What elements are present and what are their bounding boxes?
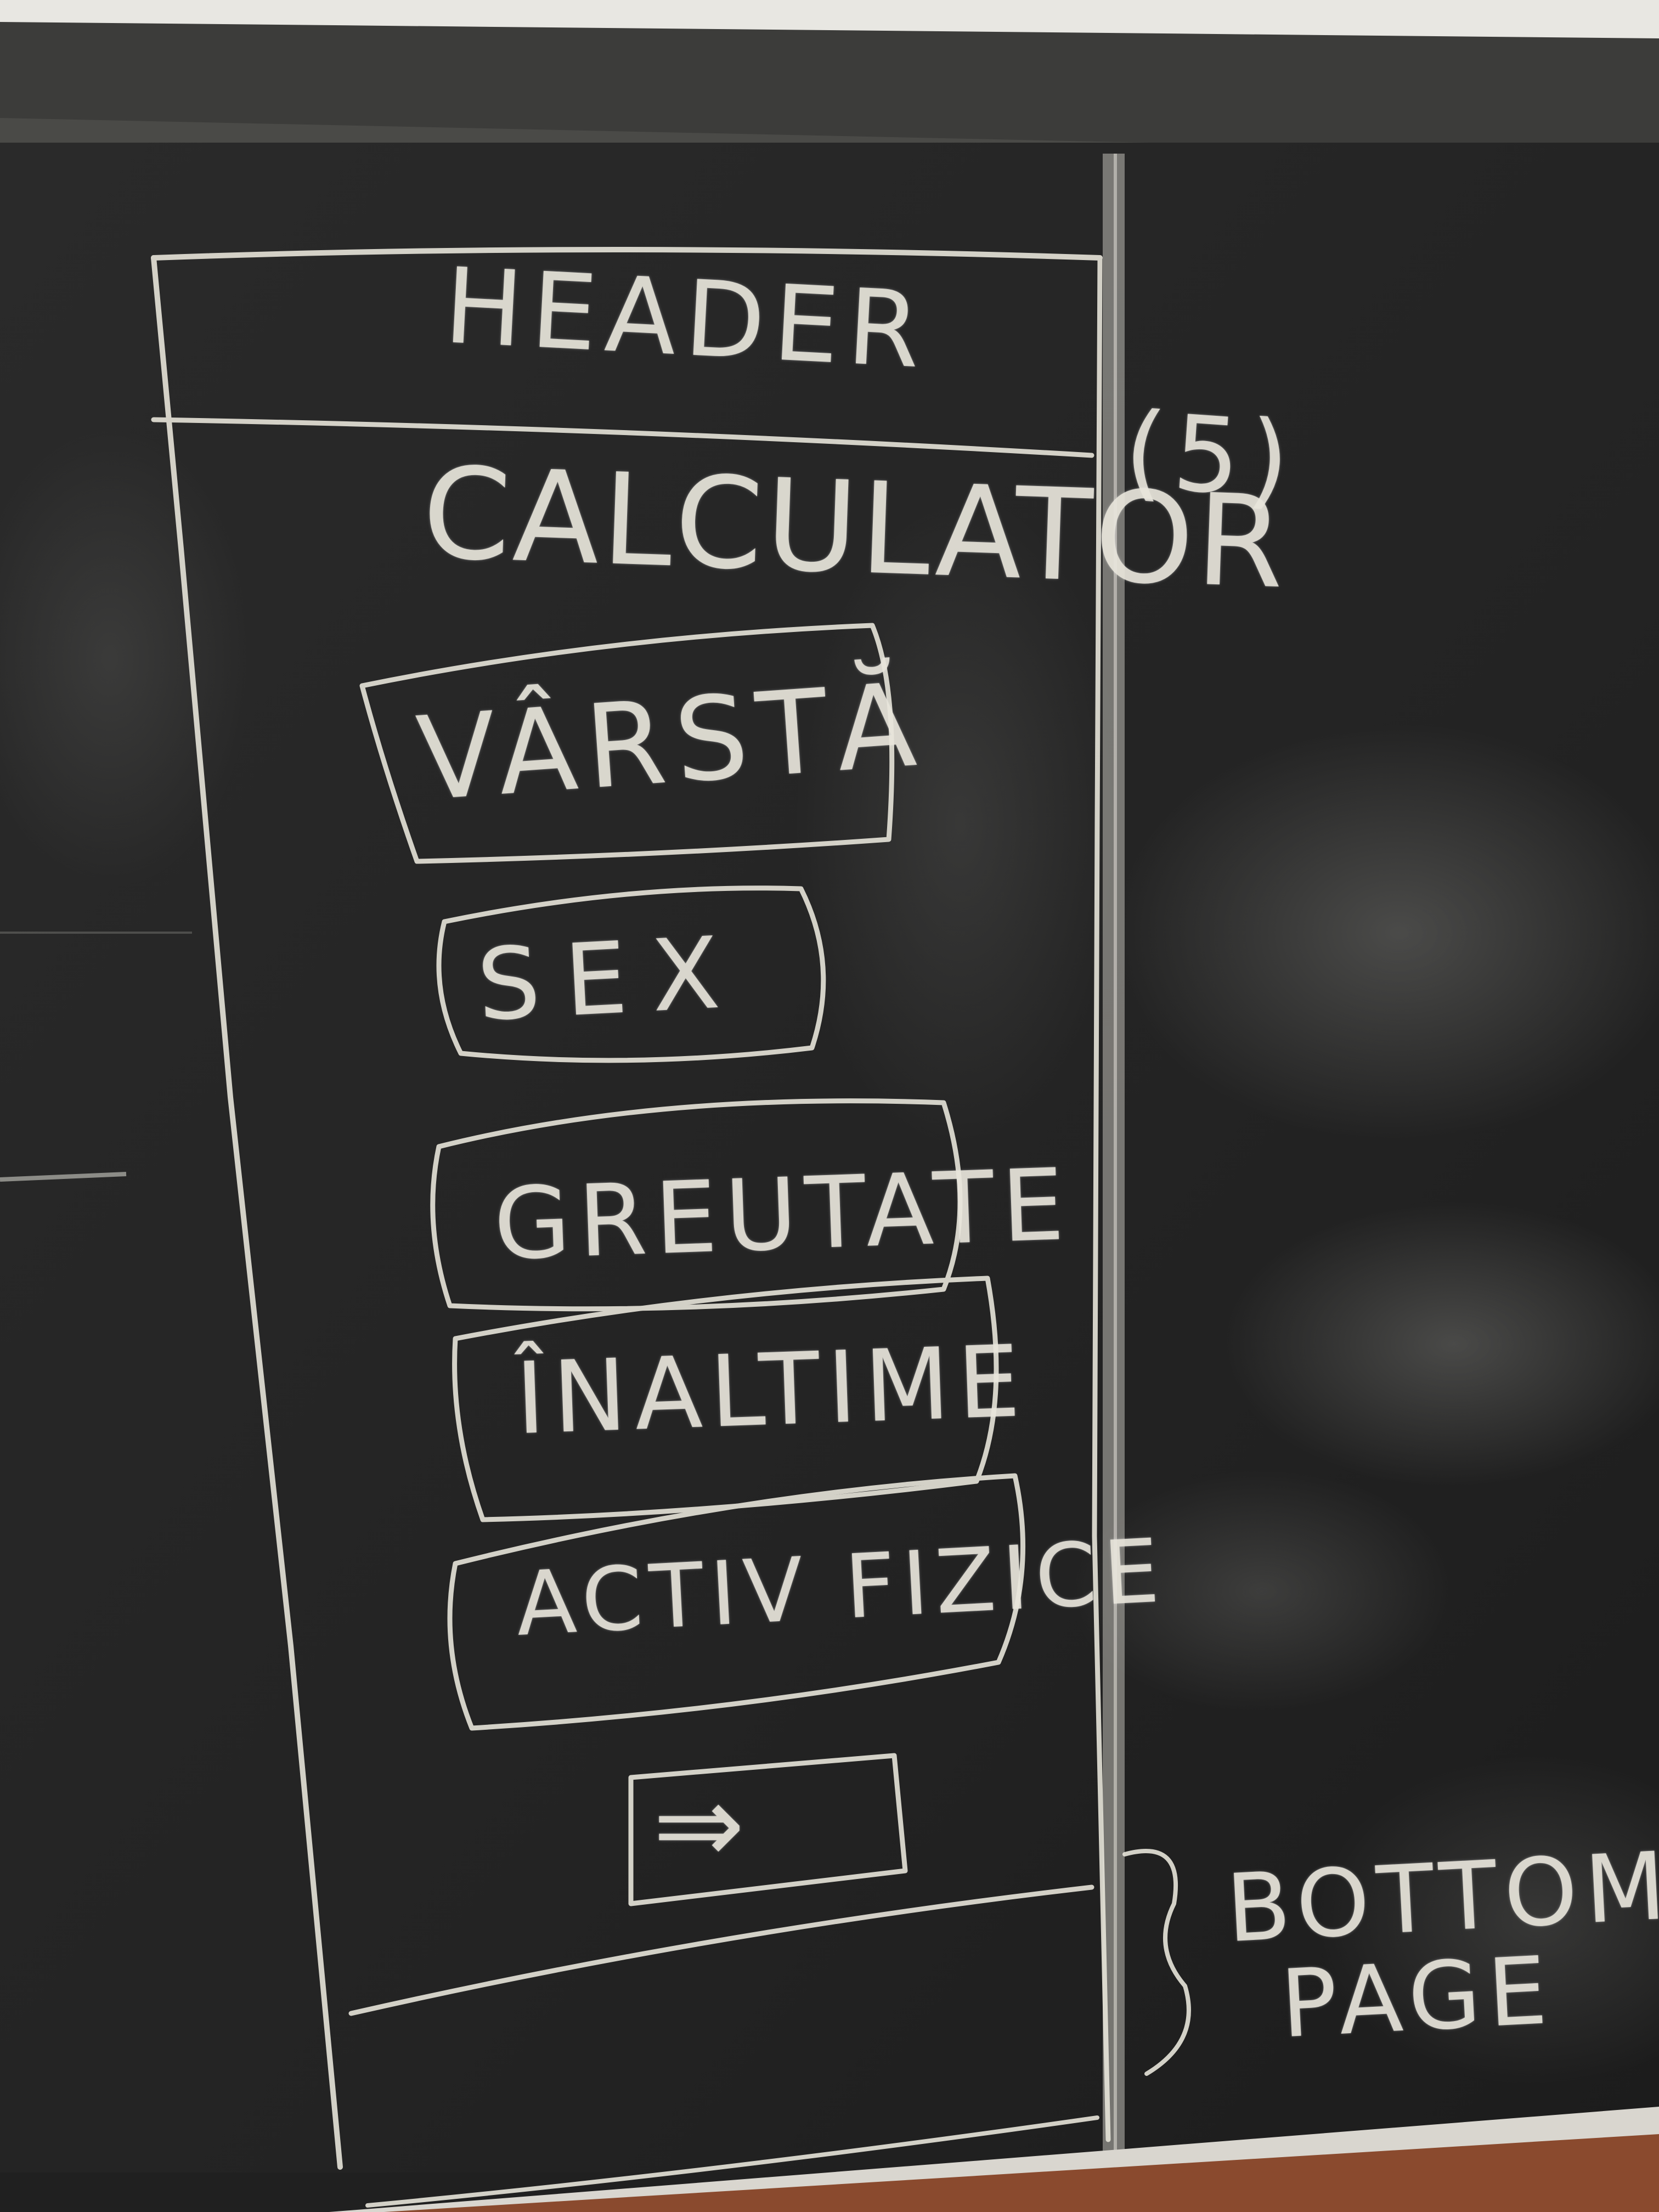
smudge xyxy=(795,494,1125,1152)
smudge xyxy=(1317,1756,1659,2085)
age-field-box xyxy=(359,623,895,864)
phone-outline-top xyxy=(151,247,1103,261)
bottom-divider xyxy=(348,1884,1094,2016)
bottom-note-line1: BOTTOM xyxy=(1223,1831,1659,1964)
smudge xyxy=(1070,1470,1454,1712)
screen-title: CALCULATOR xyxy=(420,440,1289,617)
header-divider xyxy=(151,417,1094,458)
field-sex-label: SEX xyxy=(474,915,747,1043)
phone-outline-bottom xyxy=(365,2115,1099,2208)
arrow-right-icon: ⇒ xyxy=(653,1761,754,1889)
field-height-label: ÎNALTIME xyxy=(514,1324,1030,1457)
smudge xyxy=(0,428,252,889)
ghost-line xyxy=(0,1172,127,1182)
sex-field-box xyxy=(436,885,826,1063)
smudge xyxy=(1223,1201,1659,1487)
seam-highlight xyxy=(1114,154,1117,2183)
phone-outline-left xyxy=(151,255,343,2170)
bottom-page-note: BOTTOM PAGE xyxy=(1223,1831,1659,2059)
activity-field-box xyxy=(447,1473,1026,1731)
next-button-box xyxy=(628,1753,908,1906)
weight-field-box xyxy=(430,1098,963,1312)
header-label: HEADER xyxy=(441,245,932,392)
smudge xyxy=(1114,724,1659,1141)
chalk-tray xyxy=(329,2107,1659,2212)
bottom-bracket xyxy=(1122,1849,1191,2076)
height-field-box xyxy=(452,1276,999,1522)
field-weight-label: GREUTATE xyxy=(492,1147,1074,1283)
phone-outline-right xyxy=(1092,255,1111,2142)
